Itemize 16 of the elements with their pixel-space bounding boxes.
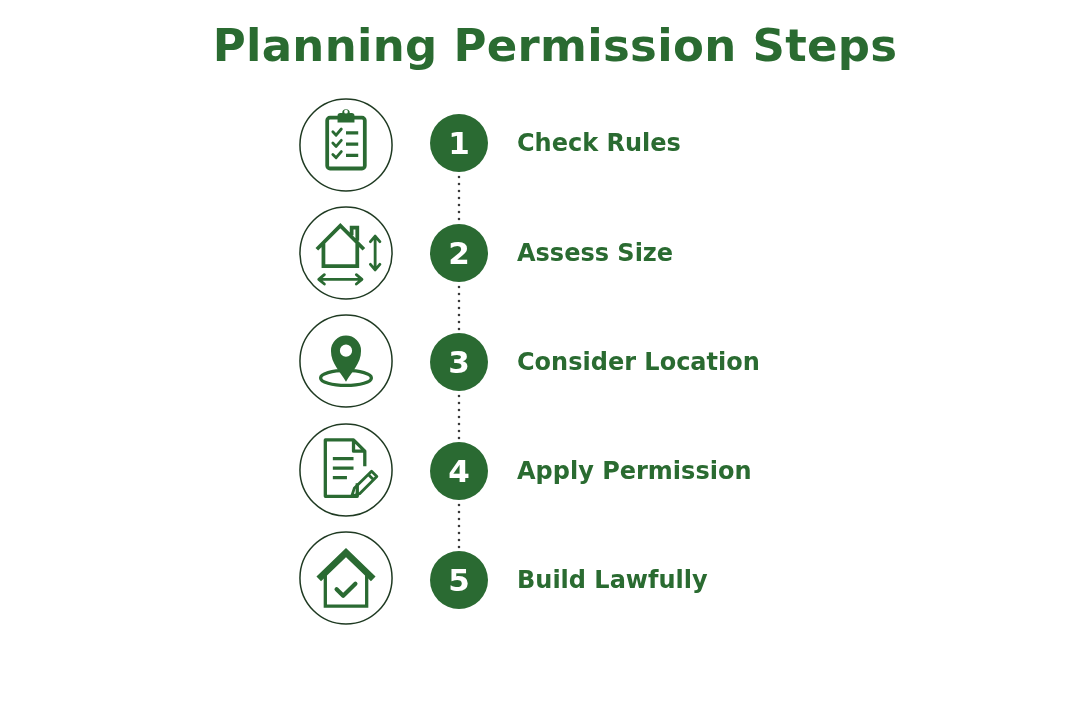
step-label: Assess Size	[517, 238, 674, 269]
step-number-badge: 3	[430, 333, 488, 391]
location-pin-icon	[299, 314, 393, 408]
clipboard-icon	[299, 98, 393, 192]
step-number-badge: 1	[430, 114, 488, 172]
house-with-checkmark-icon	[299, 531, 393, 625]
house-with-arrows-icon	[299, 206, 393, 300]
title: Planning Permission Steps	[211, 18, 899, 74]
step-label: Check Rules	[517, 128, 681, 159]
step-number-badge: 2	[430, 224, 488, 282]
step-label: Apply Permission	[517, 456, 752, 487]
step-number-badge: 5	[430, 551, 488, 609]
step-label: Consider Location	[517, 347, 760, 378]
step-number-badge: 4	[430, 442, 488, 500]
document-with-pencil-icon	[299, 423, 393, 517]
step-label: Build Lawfully	[517, 565, 708, 596]
